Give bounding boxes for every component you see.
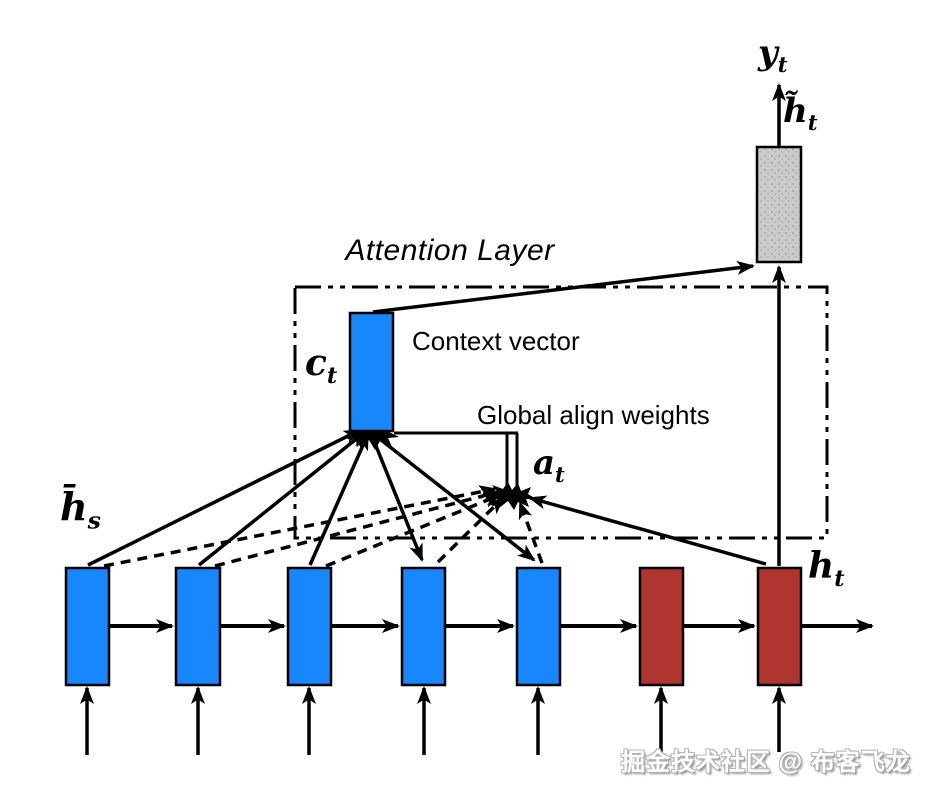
encoder-state-4 (400, 566, 447, 687)
source-state-symbol-base: h̄ (60, 484, 88, 529)
target-to-alignment-arrow (528, 495, 767, 566)
watermark: 掘金技术社区 @ 布客飞龙 (621, 749, 911, 776)
attentional-state-symbol-label: h̃t (783, 94, 817, 133)
context-vector-label: Context vector (412, 326, 580, 356)
target-state-symbol-base: h (808, 545, 835, 587)
encoder-state-3 (286, 566, 333, 687)
alignment-bracket (394, 431, 519, 486)
global-align-weights-label: Global align weights (477, 400, 710, 430)
attentional-state-symbol-sub: t (807, 109, 818, 135)
align-dashed-arrow-1 (103, 485, 497, 568)
align-dashed-arrow-3 (325, 493, 502, 568)
context-to-attentional-arrow (372, 260, 755, 314)
source-state-symbol-label: h̄s (60, 488, 101, 533)
output-symbol-sub: t (777, 51, 788, 77)
target-state-symbol-label: ht (808, 548, 845, 591)
attention-layer-title: Attention Layer (345, 234, 555, 267)
encoder-state-5 (515, 566, 562, 687)
context-symbol-base: c (305, 342, 327, 384)
input-arrows (80, 686, 786, 755)
attention-layer-box (293, 285, 829, 540)
context-fan-arrows (87, 428, 536, 567)
alignment-arrowhead-cluster (489, 482, 536, 510)
attentional-hidden-rect (755, 145, 803, 264)
align-dashed-arrow-2 (214, 489, 500, 568)
align-symbol-base: a (533, 443, 556, 483)
align-dashed-arrow-5 (518, 501, 544, 564)
alignment-dashed-arrows (103, 485, 544, 568)
align-symbol-sub: t (555, 461, 565, 487)
align-symbol-label: at (533, 446, 565, 485)
context-symbol-label: ct (305, 345, 337, 388)
context-vector-rect (348, 311, 395, 433)
target-state-symbol-sub: t (834, 566, 845, 593)
context-fan-arrow-4 (370, 435, 424, 562)
output-symbol-base: y (758, 33, 778, 73)
output-symbol-label: yt (758, 36, 788, 75)
decoder-state-2 (756, 566, 803, 687)
context-fan-arrow-3 (308, 432, 370, 566)
encoder-state-2 (174, 566, 222, 687)
attentional-state-symbol-base: h̃ (783, 91, 808, 131)
context-symbol-sub: t (326, 363, 338, 390)
context-fan-arrow-1 (87, 428, 362, 567)
source-state-symbol-sub: s (87, 506, 101, 535)
decoder-state-1 (638, 566, 685, 687)
encoder-state-1 (64, 566, 111, 687)
align-dashed-arrow-4 (436, 496, 505, 564)
